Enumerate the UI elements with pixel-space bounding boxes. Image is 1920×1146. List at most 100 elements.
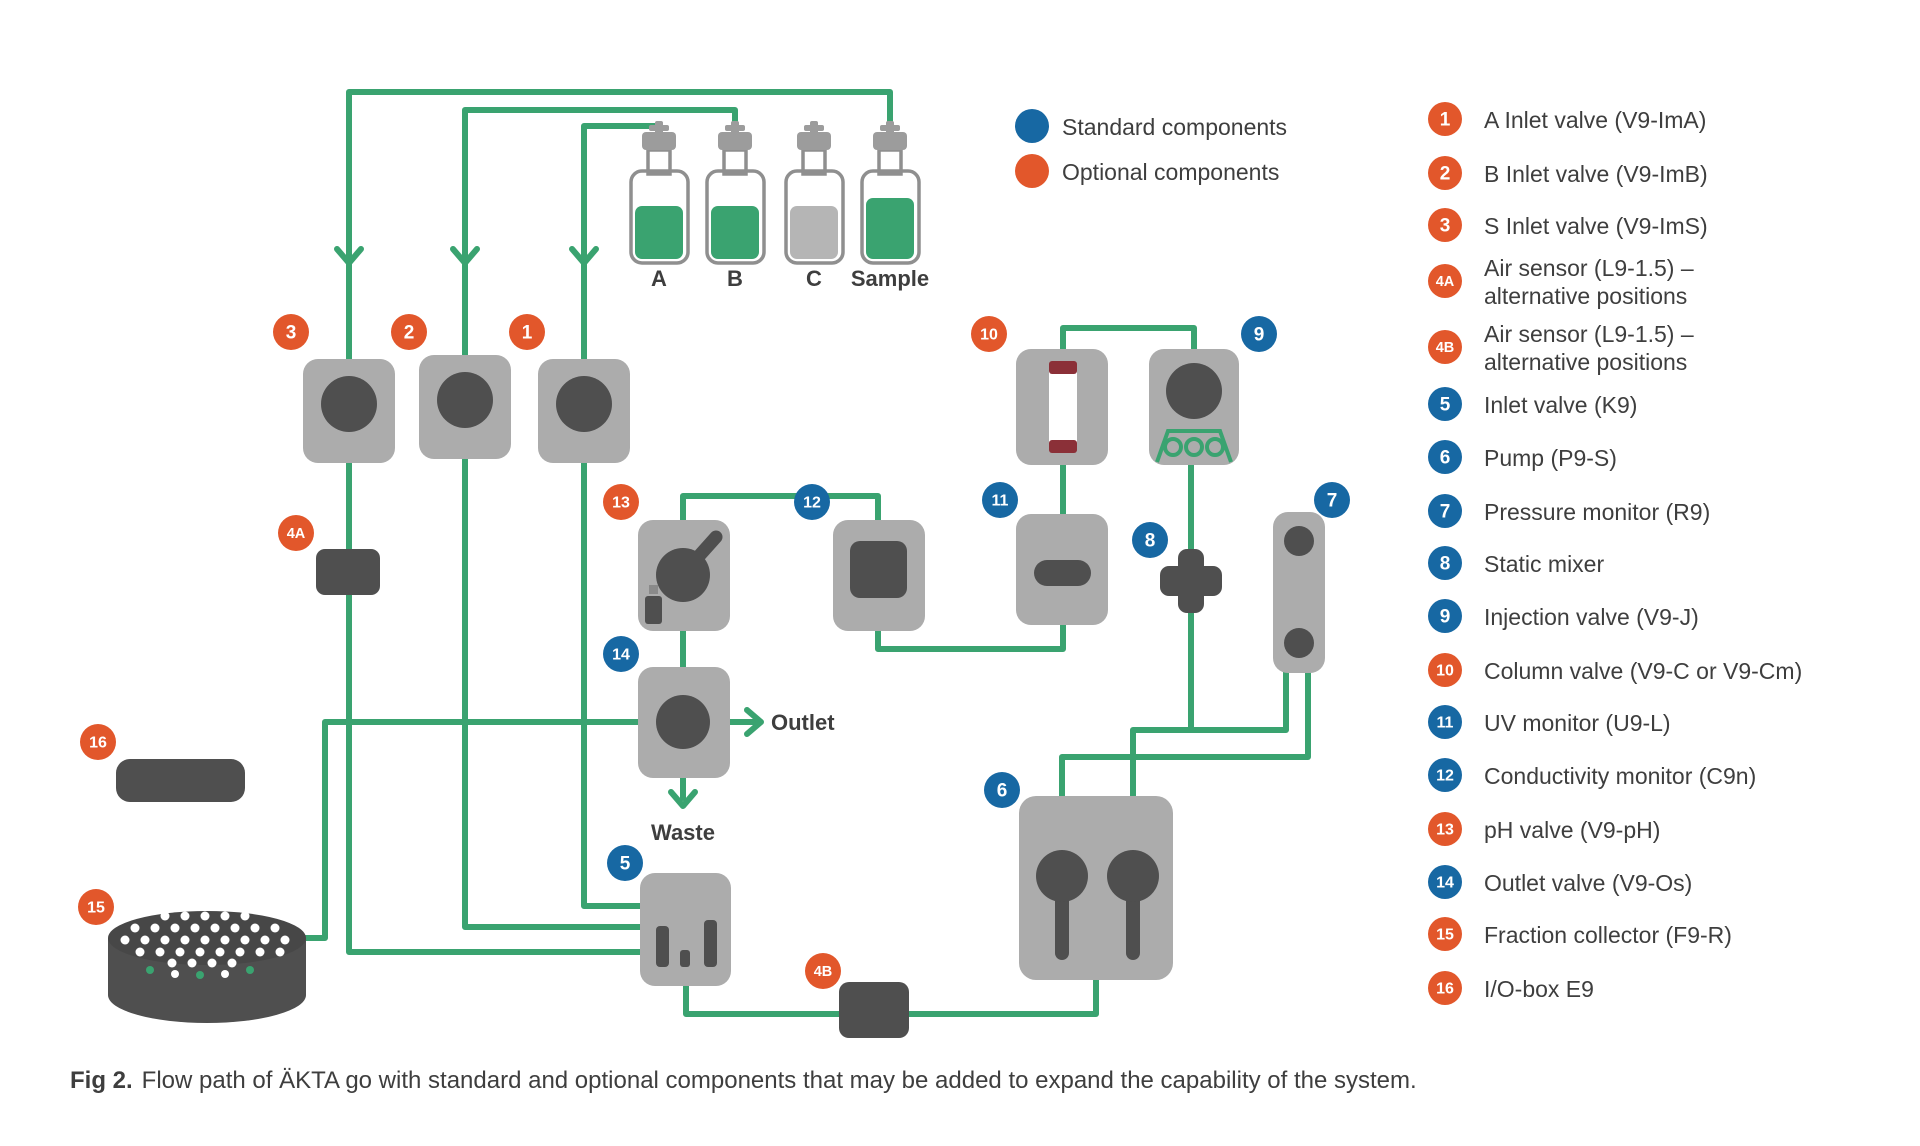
flow-arrow-down-valve2	[450, 246, 480, 266]
bottle-a-liquid	[635, 206, 683, 259]
figure-caption: Fig 2. Flow path of ÄKTA go with standard…	[70, 1067, 1417, 1094]
component-io-box	[116, 759, 245, 802]
component-uv-monitor	[1016, 514, 1108, 625]
bottle-c-label: C	[806, 266, 822, 291]
svg-text:alternative positions: alternative positions	[1484, 283, 1687, 309]
pressure-port	[1284, 628, 1314, 658]
ph-electrode	[645, 596, 662, 624]
pump-head	[1107, 850, 1159, 902]
list-item-6: 6 Pump (P9-S)	[1428, 440, 1617, 474]
svg-text:1: 1	[522, 323, 533, 344]
flow-line-pump-to-pressure-2	[1130, 657, 1289, 853]
valve-rotor	[1166, 363, 1222, 419]
component-fraction-collector	[108, 911, 306, 1023]
badge-15: 15	[78, 889, 114, 925]
bottle-b-label: B	[727, 266, 743, 291]
list-item-3: 3 S Inlet valve (V9-ImS)	[1428, 208, 1708, 242]
svg-text:Air sensor (L9-1.5) –: Air sensor (L9-1.5) –	[1484, 321, 1694, 347]
badge-7: 7	[1314, 482, 1350, 518]
component-air-sensor-4b	[839, 982, 909, 1038]
legend-standard-label: Standard components	[1062, 114, 1287, 140]
svg-text:12: 12	[1436, 768, 1454, 785]
flow-line-valve2-to-inlet5	[462, 427, 643, 930]
valve-rotor	[437, 372, 493, 428]
svg-text:alternative positions: alternative positions	[1484, 349, 1687, 375]
svg-text:3: 3	[1440, 216, 1451, 237]
component-ph-valve	[638, 520, 730, 631]
list-item-8: 8 Static mixer	[1428, 546, 1604, 580]
buffer-bottles: A B C Sample	[629, 121, 929, 291]
conductivity-cell	[850, 541, 907, 598]
legend-optional-dot	[1015, 154, 1049, 188]
legend-optional-label: Optional components	[1062, 159, 1279, 185]
component-column-valve	[1016, 349, 1108, 465]
svg-text:2: 2	[1440, 164, 1451, 185]
badge-11: 11	[982, 482, 1018, 518]
waste-label: Waste	[651, 820, 715, 845]
svg-text:Static mixer: Static mixer	[1484, 551, 1604, 577]
svg-text:4A: 4A	[287, 526, 306, 542]
inlet-port	[656, 926, 669, 967]
badge-8: 8	[1132, 522, 1168, 558]
component-a-inlet-valve	[538, 359, 630, 463]
svg-text:Air sensor (L9-1.5) –: Air sensor (L9-1.5) –	[1484, 255, 1694, 281]
bottle-sample	[860, 121, 921, 265]
figure-caption-text: Flow path of ÄKTA go with standard and o…	[142, 1067, 1417, 1094]
collector-tube-holes	[120, 911, 290, 979]
component-air-sensor-4a	[316, 549, 380, 595]
svg-text:1: 1	[1440, 110, 1451, 131]
svg-text:UV monitor (U9-L): UV monitor (U9-L)	[1484, 710, 1671, 736]
svg-text:9: 9	[1254, 325, 1265, 346]
svg-text:8: 8	[1440, 554, 1451, 575]
list-item-10: 10 Column valve (V9-C or V9-Cm)	[1428, 653, 1802, 687]
bottle-a-label: A	[651, 266, 667, 291]
svg-text:15: 15	[1436, 927, 1454, 944]
diagram-badges: 3 2 1 4A 13 14 16 15 5 4B 6 12 11 10 9 8…	[78, 314, 1350, 989]
flow-line-valve3-to-inlet5	[346, 427, 643, 955]
component-static-mixer	[1160, 549, 1222, 613]
svg-text:14: 14	[1436, 875, 1454, 892]
badge-14: 14	[603, 636, 639, 672]
component-pump	[1019, 796, 1173, 980]
badge-2: 2	[391, 314, 427, 350]
flow-line-outletvalve-to-collector	[299, 719, 643, 941]
svg-text:S Inlet valve (V9-ImS): S Inlet valve (V9-ImS)	[1484, 213, 1708, 239]
list-item-4b: 4B Air sensor (L9-1.5) –alternative posit…	[1428, 321, 1694, 375]
svg-text:9: 9	[1440, 607, 1451, 628]
svg-text:10: 10	[1436, 663, 1454, 680]
svg-text:2: 2	[404, 323, 415, 344]
badge-10: 10	[971, 316, 1007, 352]
svg-text:4B: 4B	[1436, 340, 1455, 356]
component-injection-valve	[1149, 349, 1239, 465]
svg-text:14: 14	[612, 647, 630, 664]
svg-text:5: 5	[620, 854, 631, 875]
svg-text:13: 13	[1436, 822, 1454, 839]
badge-12: 12	[794, 484, 830, 520]
svg-text:4B: 4B	[814, 964, 833, 980]
component-pressure-monitor	[1273, 512, 1325, 673]
figure-caption-label: Fig 2.	[70, 1067, 133, 1094]
column	[1049, 361, 1077, 453]
pump-head	[1036, 850, 1088, 902]
bottle-sample-liquid	[866, 198, 914, 259]
flow-arrow-outlet	[744, 707, 764, 737]
inlet-port	[704, 920, 717, 967]
valve-rotor	[656, 548, 710, 602]
svg-text:7: 7	[1327, 491, 1338, 512]
flow-line-conductivity-to-ph	[680, 493, 881, 543]
pressure-port	[1284, 526, 1314, 556]
svg-text:6: 6	[1440, 448, 1451, 469]
svg-text:15: 15	[87, 900, 105, 917]
valve-rotor	[556, 376, 612, 432]
svg-text:Pump (P9-S): Pump (P9-S)	[1484, 445, 1617, 471]
legend-standard-dot	[1015, 109, 1049, 143]
svg-text:Column valve (V9-C or V9-Cm): Column valve (V9-C or V9-Cm)	[1484, 658, 1802, 684]
